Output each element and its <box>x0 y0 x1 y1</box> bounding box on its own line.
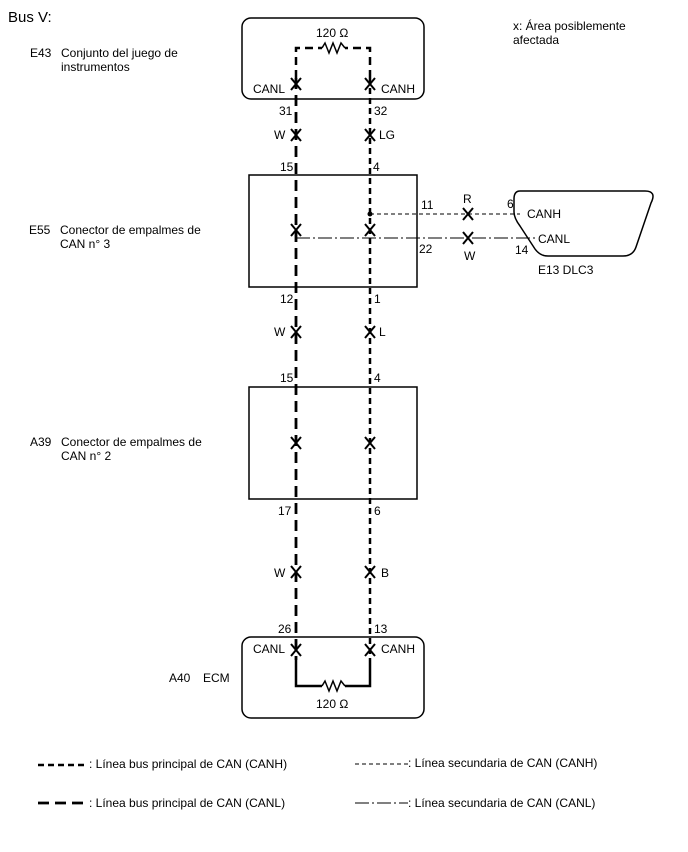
a40-canl-inner <box>294 660 322 688</box>
e55-code: E55 <box>29 223 51 237</box>
e43-resistor-label: 120 Ω <box>316 26 349 40</box>
a40-canl-label: CANL <box>253 642 286 656</box>
e43-canl-label: CANL <box>253 82 286 96</box>
x-mark <box>364 77 376 91</box>
a39-pin-top-canh: 4 <box>374 371 381 385</box>
a40-canh-label: CANH <box>381 642 416 656</box>
x-mark <box>462 207 474 221</box>
canh-junction-dot <box>367 211 373 217</box>
x-mark <box>364 436 376 450</box>
x-mark <box>364 128 376 142</box>
e55-name: Conector de empalmes de CAN n° 3 <box>60 223 201 251</box>
dlc3-canh-label: CANH <box>527 207 562 221</box>
e43-resistor <box>321 40 346 56</box>
dlc3-outline <box>513 190 654 257</box>
e55-pin-bot-canl: 12 <box>280 292 294 306</box>
e43-canh-label: CANH <box>381 82 416 96</box>
a39-box <box>248 386 418 500</box>
a40-resistor-label: 120 Ω <box>316 697 349 711</box>
a40-box <box>241 636 425 719</box>
legend-sub-canl: : Línea secundaria de CAN (CANL) <box>408 796 596 810</box>
x-mark <box>290 643 302 657</box>
e43-code: E43 <box>30 46 52 60</box>
a39-name: Conector de empalmes de CAN n° 2 <box>61 435 202 463</box>
e43-pin-canl: 31 <box>279 104 293 118</box>
x-mark <box>364 565 376 579</box>
e43-box <box>241 17 425 100</box>
x-mark <box>462 231 474 245</box>
affected-area-note: x: Área posiblemente afectada <box>513 19 626 47</box>
x-mark <box>290 77 302 91</box>
dlc3-canl-label: CANL <box>538 232 571 246</box>
x-mark <box>290 128 302 142</box>
x-mark <box>364 223 376 237</box>
wire-color-e55-a39-h: L <box>379 325 386 339</box>
a40-pin-canl: 26 <box>278 622 292 636</box>
e55-pin-canl-branch: 22 <box>419 242 433 256</box>
e55-pin-canh-branch: 11 <box>421 198 434 212</box>
wire-color-a39-a40-h: B <box>381 566 390 580</box>
a40-pin-canh: 13 <box>374 622 388 636</box>
legend-sub-canh: : Línea secundaria de CAN (CANH) <box>408 756 598 770</box>
a40-resistor <box>321 678 346 694</box>
wire-color-dlc-l: W <box>464 249 476 263</box>
x-mark <box>290 223 302 237</box>
legend-main-canl: : Línea bus principal de CAN (CANL) <box>89 796 286 810</box>
a39-pin-bot-canh: 6 <box>374 504 381 518</box>
x-mark <box>364 643 376 657</box>
e43-pin-canh: 32 <box>374 104 388 118</box>
x-mark <box>290 436 302 450</box>
dlc3-label: E13 DLC3 <box>538 263 594 277</box>
legend-main-canh: : Línea bus principal de CAN (CANH) <box>89 757 288 771</box>
e43-canh-inner <box>345 46 372 78</box>
dlc3-pin-canh: 6 <box>507 197 514 211</box>
x-mark <box>290 325 302 339</box>
dlc3-pin-canl: 14 <box>515 243 529 257</box>
wire-color-e55-a39-l: W <box>274 325 286 339</box>
a39-pin-top-canl: 15 <box>280 371 294 385</box>
x-mark <box>364 325 376 339</box>
wire-color-dlc-h: R <box>463 192 472 206</box>
e55-pin-top-canl: 15 <box>280 160 294 174</box>
a40-name: ECM <box>203 671 230 685</box>
e55-pin-top-canh: 4 <box>373 160 380 174</box>
a40-canh-inner <box>345 660 372 688</box>
e55-pin-bot-canh: 1 <box>374 292 381 306</box>
x-mark <box>290 565 302 579</box>
wire-color-e43-e55-l: W <box>274 128 286 142</box>
e43-name: Conjunto del juego de instrumentos <box>61 46 178 74</box>
a39-code: A39 <box>30 435 52 449</box>
a39-pin-bot-canl: 17 <box>278 504 292 518</box>
e55-box <box>248 174 418 288</box>
a40-code: A40 <box>169 671 191 685</box>
e43-canl-inner <box>294 46 322 78</box>
wire-color-a39-a40-l: W <box>274 566 286 580</box>
diagram-title: Bus V: <box>8 9 52 26</box>
wire-color-e43-e55-h: LG <box>379 128 396 142</box>
